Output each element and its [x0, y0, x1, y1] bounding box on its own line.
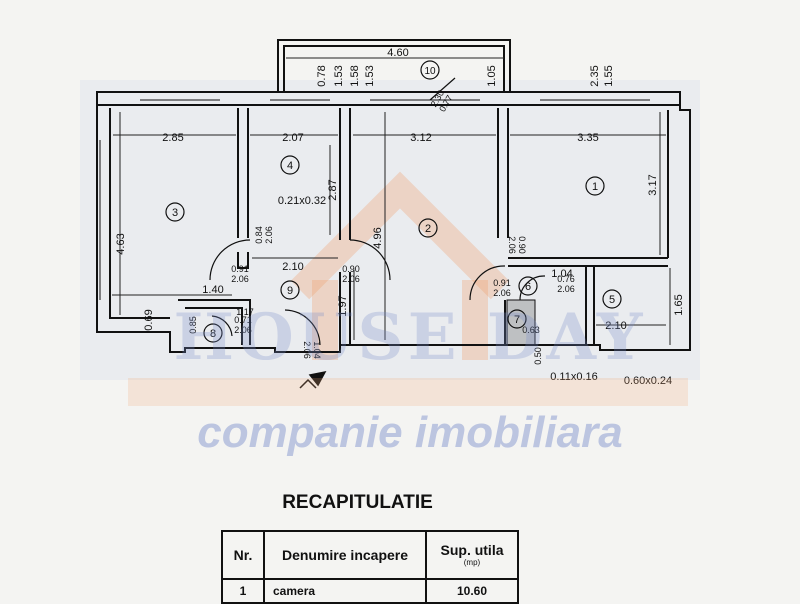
dimension-lines [112, 57, 671, 345]
dim-label: 1.53 [364, 65, 376, 86]
table-row: 1 camera 10.60 [221, 578, 519, 604]
dim-label: 2.10 [282, 261, 303, 273]
dim-label: 1.05 [486, 65, 498, 86]
dim-label: 0.63 [522, 325, 540, 335]
dim-label: 4.63 [115, 233, 127, 254]
room-number: 6 [525, 281, 531, 293]
room-number: 1 [592, 181, 598, 193]
entry-arrow-icon [299, 370, 327, 389]
room-5-marker [602, 289, 622, 309]
dim-label: 0.78 [316, 65, 328, 86]
dim-label: 3.35 [577, 132, 598, 144]
door-label: 1.042.06 [302, 341, 322, 359]
room-number: 7 [514, 314, 520, 326]
dimension-labels: 4.60 0.78 1.53 1.58 1.53 1.05 2.35 1.55 … [115, 47, 685, 387]
col-header-nr: Nr. [221, 530, 265, 580]
dim-label: 0.21x0.32 [278, 195, 326, 207]
watermark-tagline: companie imobiliara [197, 408, 623, 457]
dim-label: 1.04 [551, 268, 572, 280]
watermark-band [128, 378, 688, 406]
dim-label: 0.11x0.16 [550, 371, 598, 383]
room-1-marker [585, 176, 605, 196]
door-label: 0.902.06 [507, 236, 527, 254]
room-number: 2 [425, 223, 431, 235]
room-6-marker [518, 276, 538, 296]
room-7-marker [507, 309, 527, 329]
dim-label: 4.96 [372, 227, 384, 248]
col-header-area-label: Sup. utila [440, 542, 504, 558]
room-2-marker [418, 218, 438, 238]
dim-label: 0.69 [143, 309, 155, 330]
room-9-marker [280, 280, 300, 300]
dim-label: 4.60 [387, 47, 408, 59]
dim-label: 2.35 [589, 65, 601, 86]
recap-title: RECAPITULATIE [282, 492, 433, 513]
door-label: 0.842.06 [254, 226, 274, 244]
watermark-brand-logo: HOUSE DAY [173, 300, 647, 375]
room-numbers: 3 4 2 1 9 6 5 7 8 10 [172, 66, 615, 340]
recap-table: Nr. Denumire incapere Sup. utila (mp) 1 … [221, 530, 519, 604]
dim-label: 2.07 [282, 132, 303, 144]
col-header-name: Denumire incapere [263, 530, 427, 580]
dim-label: 3.17 [647, 174, 659, 195]
dim-label: 1.58 [349, 65, 361, 86]
dim-label: 1.55 [603, 65, 615, 86]
dim-label: 3.12 [410, 132, 431, 144]
recap-header-row: Nr. Denumire incapere Sup. utila (mp) [221, 530, 519, 580]
door-swings [209, 77, 546, 346]
shaft-hatch [506, 299, 536, 346]
dim-label: 2.87 [327, 179, 339, 200]
sheet-shade [80, 80, 700, 380]
room-number: 3 [172, 207, 178, 219]
dim-label: 1.65 [673, 294, 685, 315]
walls [96, 39, 691, 353]
dim-label: 2.85 [162, 132, 183, 144]
room-markers [165, 60, 622, 343]
col-header-area-unit: (mp) [463, 558, 481, 567]
row-name: camera [263, 578, 427, 604]
row-nr: 1 [221, 578, 265, 604]
dim-label: 0.85 [188, 316, 198, 334]
dim-label: 2.10 [605, 320, 626, 332]
room-4-marker [280, 155, 300, 175]
dim-label: 0.60x0.24 [624, 375, 672, 387]
room-3-marker [165, 202, 185, 222]
dim-label: 1.97 [337, 295, 349, 316]
dim-label: 1.53 [333, 65, 345, 86]
room-8-marker [203, 323, 223, 343]
house-watermark-graphic [290, 171, 510, 360]
row-area: 10.60 [425, 578, 519, 604]
room-10-marker [420, 60, 440, 80]
col-header-area: Sup. utila (mp) [425, 530, 519, 580]
dim-label: 1.17 [236, 307, 254, 317]
room-number: 8 [210, 328, 216, 340]
room-number: 10 [424, 66, 436, 77]
room-number: 4 [287, 160, 293, 172]
dim-label: 1.40 [202, 284, 223, 296]
dim-label: 0.50 [533, 347, 543, 365]
room-number: 9 [287, 285, 293, 297]
room-number: 5 [609, 294, 615, 306]
